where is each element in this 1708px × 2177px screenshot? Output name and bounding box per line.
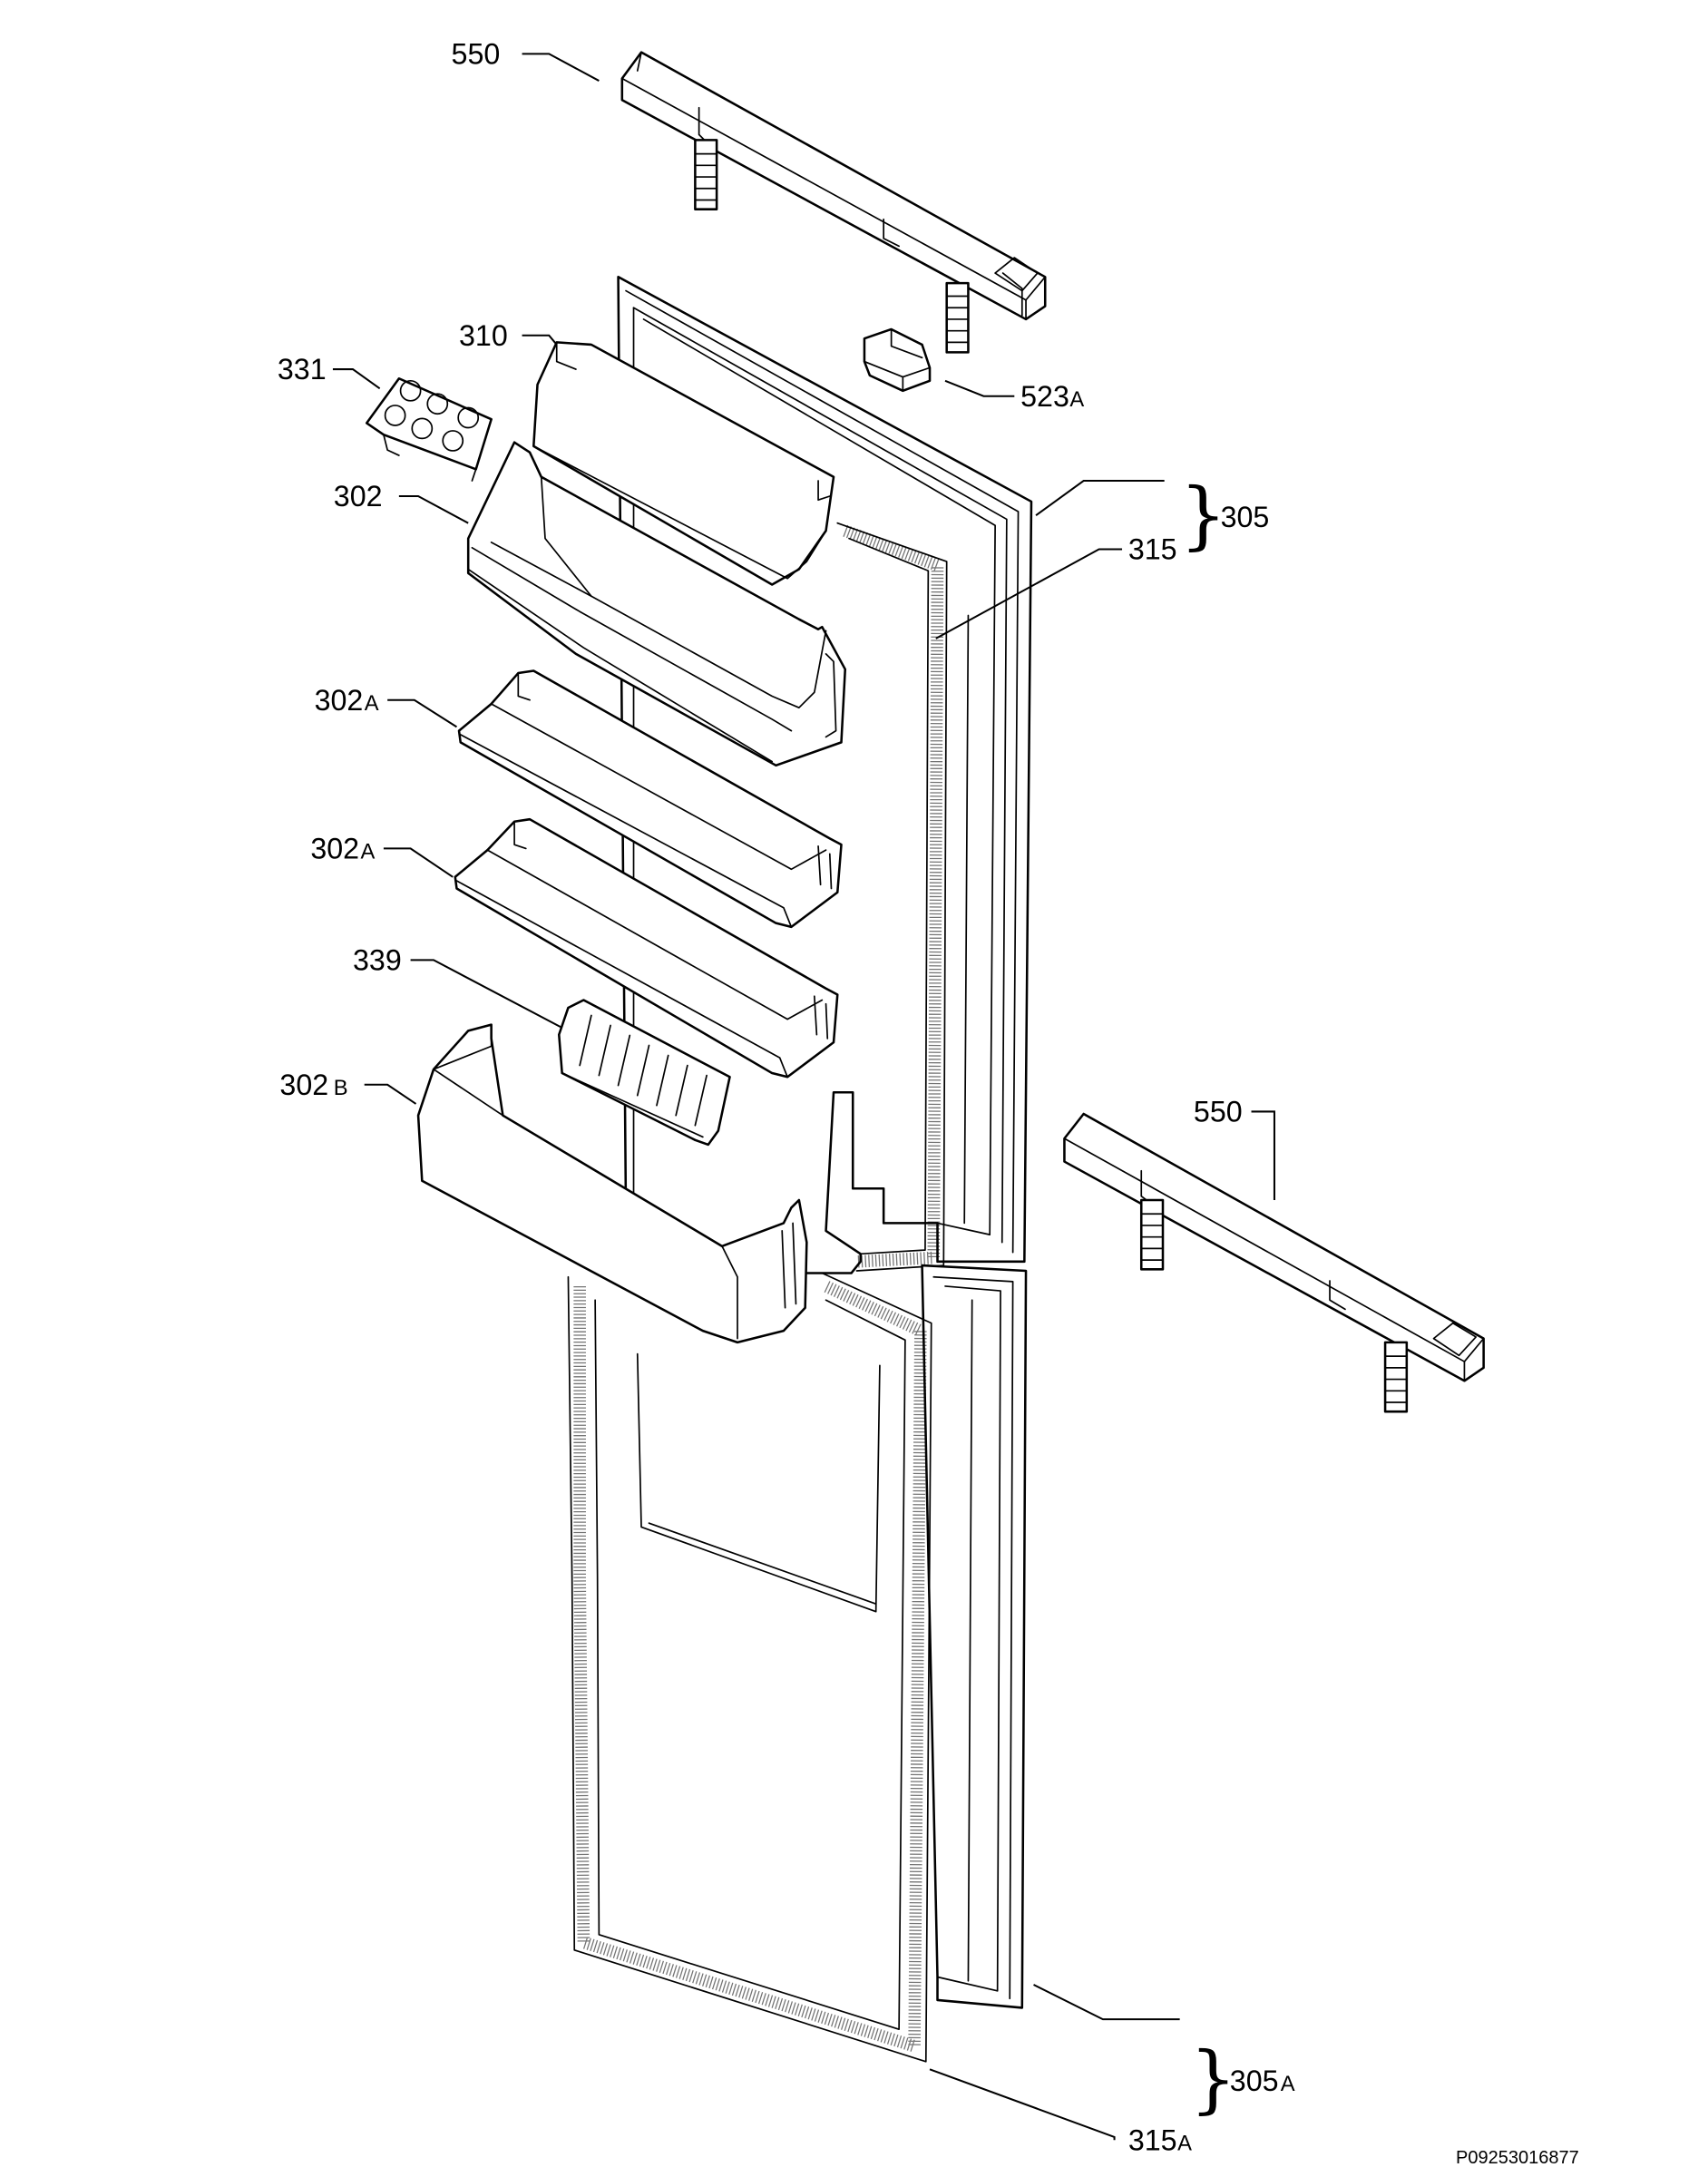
label-523-suffix: A — [1069, 388, 1084, 412]
lower-door-frame — [921, 1264, 1028, 2009]
brace-305: } — [1180, 472, 1227, 558]
shelf-cover-flap — [532, 341, 835, 586]
leader-302b — [364, 1083, 417, 1105]
leader-302a-2 — [383, 847, 454, 878]
door-shelf-bottom — [416, 1023, 808, 1344]
leader-331 — [332, 368, 381, 390]
label-315: 315 — [1128, 533, 1177, 566]
leader-302a-1 — [387, 698, 458, 728]
label-550-top: 550 — [452, 37, 501, 70]
leader-339 — [410, 959, 561, 1029]
leader-lines — [332, 53, 1275, 2141]
leader-315 — [935, 548, 1123, 639]
label-339: 339 — [353, 943, 402, 976]
diagram-content: } } 550 523 A 310 331 302 302 A 302 A 33… — [278, 37, 1485, 2156]
upper-door-gasket — [836, 522, 948, 1272]
door-shelf-medium-1 — [457, 669, 843, 929]
leader-305a — [1033, 1984, 1180, 2021]
door-shelf-medium-2 — [454, 817, 839, 1079]
leader-523a — [944, 379, 1015, 397]
label-331: 331 — [278, 353, 327, 386]
label-302a-2: 302 — [310, 832, 359, 864]
part-labels: 550 523 A 310 331 302 302 A 302 A 339 30… — [278, 37, 1295, 2156]
label-305a-suffix: A — [1281, 2073, 1295, 2096]
leader-550-top — [522, 53, 600, 82]
label-315a: 315 — [1128, 2123, 1177, 2156]
drawing-code: P09253016877 — [1456, 2148, 1579, 2168]
leader-302 — [398, 494, 469, 524]
label-315a-suffix: A — [1177, 2132, 1192, 2155]
egg-tray — [365, 376, 493, 482]
right-hinge-bracket — [1063, 1112, 1485, 1413]
leader-550-right — [1251, 1110, 1275, 1200]
label-302b: 302 — [279, 1069, 328, 1101]
lower-door-gasket — [567, 1272, 932, 2063]
leader-310 — [522, 334, 558, 346]
label-523: 523 — [1020, 380, 1069, 413]
label-302: 302 — [334, 480, 383, 513]
door-stop-block — [863, 327, 932, 393]
top-hinge-bracket — [620, 51, 1047, 354]
label-302a-1-suffix: A — [365, 692, 379, 716]
brace-305a: } — [1190, 2035, 1237, 2122]
label-310: 310 — [459, 319, 508, 352]
leader-305 — [1035, 480, 1165, 517]
label-302a-2-suffix: A — [360, 840, 375, 864]
door-shelf-large — [466, 441, 847, 767]
shelf-insert-divider — [557, 999, 731, 1147]
label-305a: 305 — [1230, 2065, 1279, 2097]
label-305: 305 — [1221, 501, 1270, 533]
label-302a-1: 302 — [315, 684, 364, 717]
label-302b-suffix: B — [334, 1077, 348, 1100]
label-550-right: 550 — [1194, 1095, 1243, 1128]
leader-315a — [929, 2068, 1116, 2141]
